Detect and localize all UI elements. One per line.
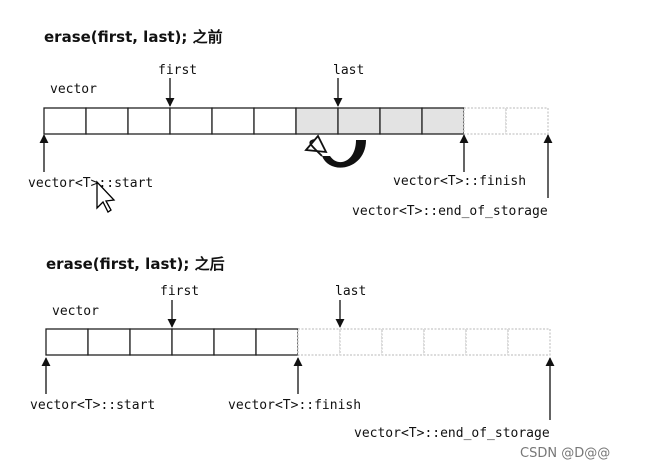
before-cell-4 [211, 107, 255, 135]
before-eos-label: vector<T>::end_of_storage [352, 204, 548, 219]
after-finish-label: vector<T>::finish [228, 398, 361, 413]
after-cell-6 [297, 328, 341, 356]
before-cell-row [43, 107, 549, 135]
before-cell-5 [253, 107, 297, 135]
before-finish-label: vector<T>::finish [393, 174, 526, 189]
before-cell-3 [169, 107, 213, 135]
before-cell-6 [295, 107, 339, 135]
before-title: erase(first, last); 之前 [44, 28, 223, 46]
after-cell-5 [255, 328, 299, 356]
after-vector-label: vector [52, 304, 99, 319]
after-section: erase(first, last); 之后 vector first last… [30, 255, 555, 441]
after-cell-row [45, 328, 551, 356]
after-cell-2 [129, 328, 173, 356]
after-cell-9 [423, 328, 467, 356]
after-start-label: vector<T>::start [30, 398, 155, 413]
after-cell-3 [171, 328, 215, 356]
after-first-label: first [160, 284, 199, 299]
after-cell-10 [465, 328, 509, 356]
after-cell-0 [45, 328, 89, 356]
before-section: erase(first, last); 之前 vector first last… [28, 28, 553, 219]
before-cell-7 [337, 107, 381, 135]
after-last-label: last [335, 284, 366, 299]
after-cell-7 [339, 328, 383, 356]
before-cell-11 [505, 107, 549, 135]
curved-move-arrow-icon [304, 134, 366, 168]
before-cell-10 [463, 107, 507, 135]
after-eos-label: vector<T>::end_of_storage [354, 426, 550, 441]
after-cell-8 [381, 328, 425, 356]
mouse-pointer-icon [96, 180, 116, 213]
before-vector-label: vector [50, 82, 97, 97]
after-cell-4 [213, 328, 257, 356]
before-cell-1 [85, 107, 129, 135]
before-cell-8 [379, 107, 423, 135]
after-cell-1 [87, 328, 131, 356]
before-cell-9 [421, 107, 465, 135]
after-title: erase(first, last); 之后 [46, 255, 225, 273]
before-cell-0 [43, 107, 87, 135]
before-last-label: last [333, 63, 364, 78]
before-start-label: vector<T>::start [28, 176, 153, 191]
before-first-label: first [158, 63, 197, 78]
before-cell-2 [127, 107, 171, 135]
after-cell-11 [507, 328, 551, 356]
watermark: CSDN @D@@ [520, 446, 610, 461]
